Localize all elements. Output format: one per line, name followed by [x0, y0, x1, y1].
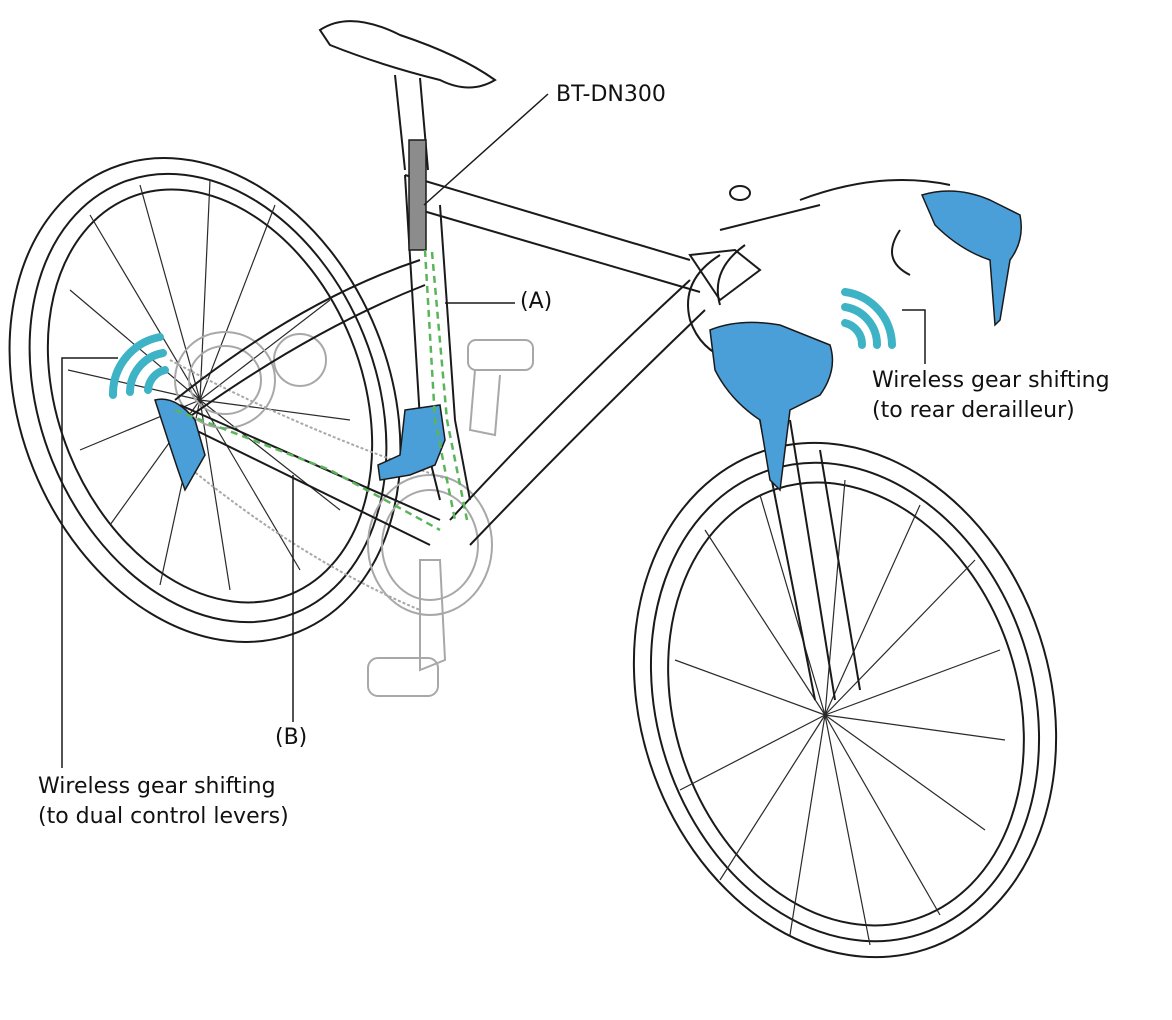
wireless-levers-line1: Wireless gear shifting: [38, 774, 276, 799]
front-derailleur: [377, 404, 446, 481]
cable-a-2: [430, 251, 469, 521]
leader-lines: [61, 93, 926, 768]
wireless-levers-label: Wireless gear shifting (to dual control …: [38, 772, 289, 832]
left-control-lever: [709, 321, 834, 492]
handlebar: [687, 179, 951, 361]
wireless-rear-label: Wireless gear shifting (to rear deraille…: [872, 366, 1110, 426]
wireless-rear-line2: (to rear derailleur): [872, 398, 1075, 423]
rear-derailleur: [154, 398, 206, 492]
wireless-signal-icon: [108, 333, 169, 399]
cable-a-label: (A): [520, 289, 553, 314]
wireless-levers-line2: (to dual control levers): [38, 804, 289, 829]
cable-a: [423, 249, 457, 521]
front-spokes: [674, 479, 1006, 946]
bt-dn300-battery: [408, 139, 427, 251]
drivetrain: [169, 331, 534, 697]
saddle: [318, 20, 497, 171]
rear-wheel: [8, 157, 402, 643]
wireless-signal-icon: [841, 288, 896, 349]
cables: [174, 249, 469, 532]
wireless-rear-line1: Wireless gear shifting: [872, 368, 1110, 393]
cable-b-label: (B): [275, 725, 308, 750]
shift-components: [154, 190, 1022, 492]
right-control-lever: [920, 190, 1022, 327]
battery-label: BT-DN300: [556, 82, 666, 107]
frame: [174, 174, 861, 701]
